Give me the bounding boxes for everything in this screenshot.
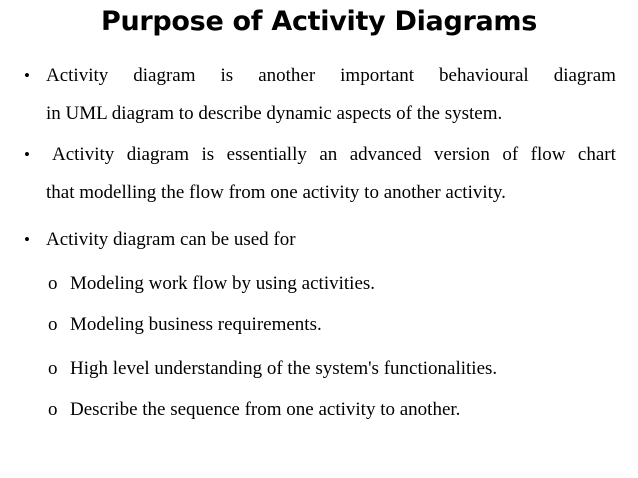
bullet-icon: •	[24, 145, 30, 164]
circle-marker-icon: o	[48, 314, 58, 335]
sub-item-text: High level understanding of the system's…	[70, 358, 498, 379]
sub-list-item: o Modeling business requirements.	[48, 306, 608, 344]
circle-marker-icon: o	[48, 358, 58, 379]
circle-marker-icon: o	[48, 273, 58, 294]
sub-list-item: o Describe the sequence from one activity…	[48, 391, 608, 429]
bullet-3-line-1: Activity diagram can be used for	[46, 229, 296, 250]
sub-item-text: Modeling business requirements.	[70, 314, 322, 335]
bullet-item-2: • Activity diagram is essentially an adv…	[24, 136, 616, 212]
circle-marker-icon: o	[48, 399, 58, 420]
bullet-1-line-2: in UML diagram to describe dynamic aspec…	[46, 103, 503, 124]
sub-item-text: Modeling work flow by using activities.	[70, 273, 376, 294]
bullet-2-line-2: that modelling the flow from one activit…	[46, 182, 506, 203]
bullet-icon: •	[24, 66, 30, 85]
bullet-1-line-1: Activity diagram is another important be…	[46, 65, 616, 86]
bullet-item-3: • Activity diagram can be used for	[24, 221, 616, 259]
sub-item-text: Describe the sequence from one activity …	[70, 399, 461, 420]
bullet-item-1: • Activity diagram is another important …	[24, 57, 616, 133]
bullet-icon: •	[24, 230, 30, 249]
sub-list-item: o High level understanding of the system'…	[48, 350, 608, 388]
bullet-2-line-1: Activity diagram is essentially an advan…	[52, 144, 616, 165]
sub-list-item: o Modeling work flow by using activities.	[48, 265, 608, 303]
page-title: Purpose of Activity Diagrams	[100, 6, 538, 37]
